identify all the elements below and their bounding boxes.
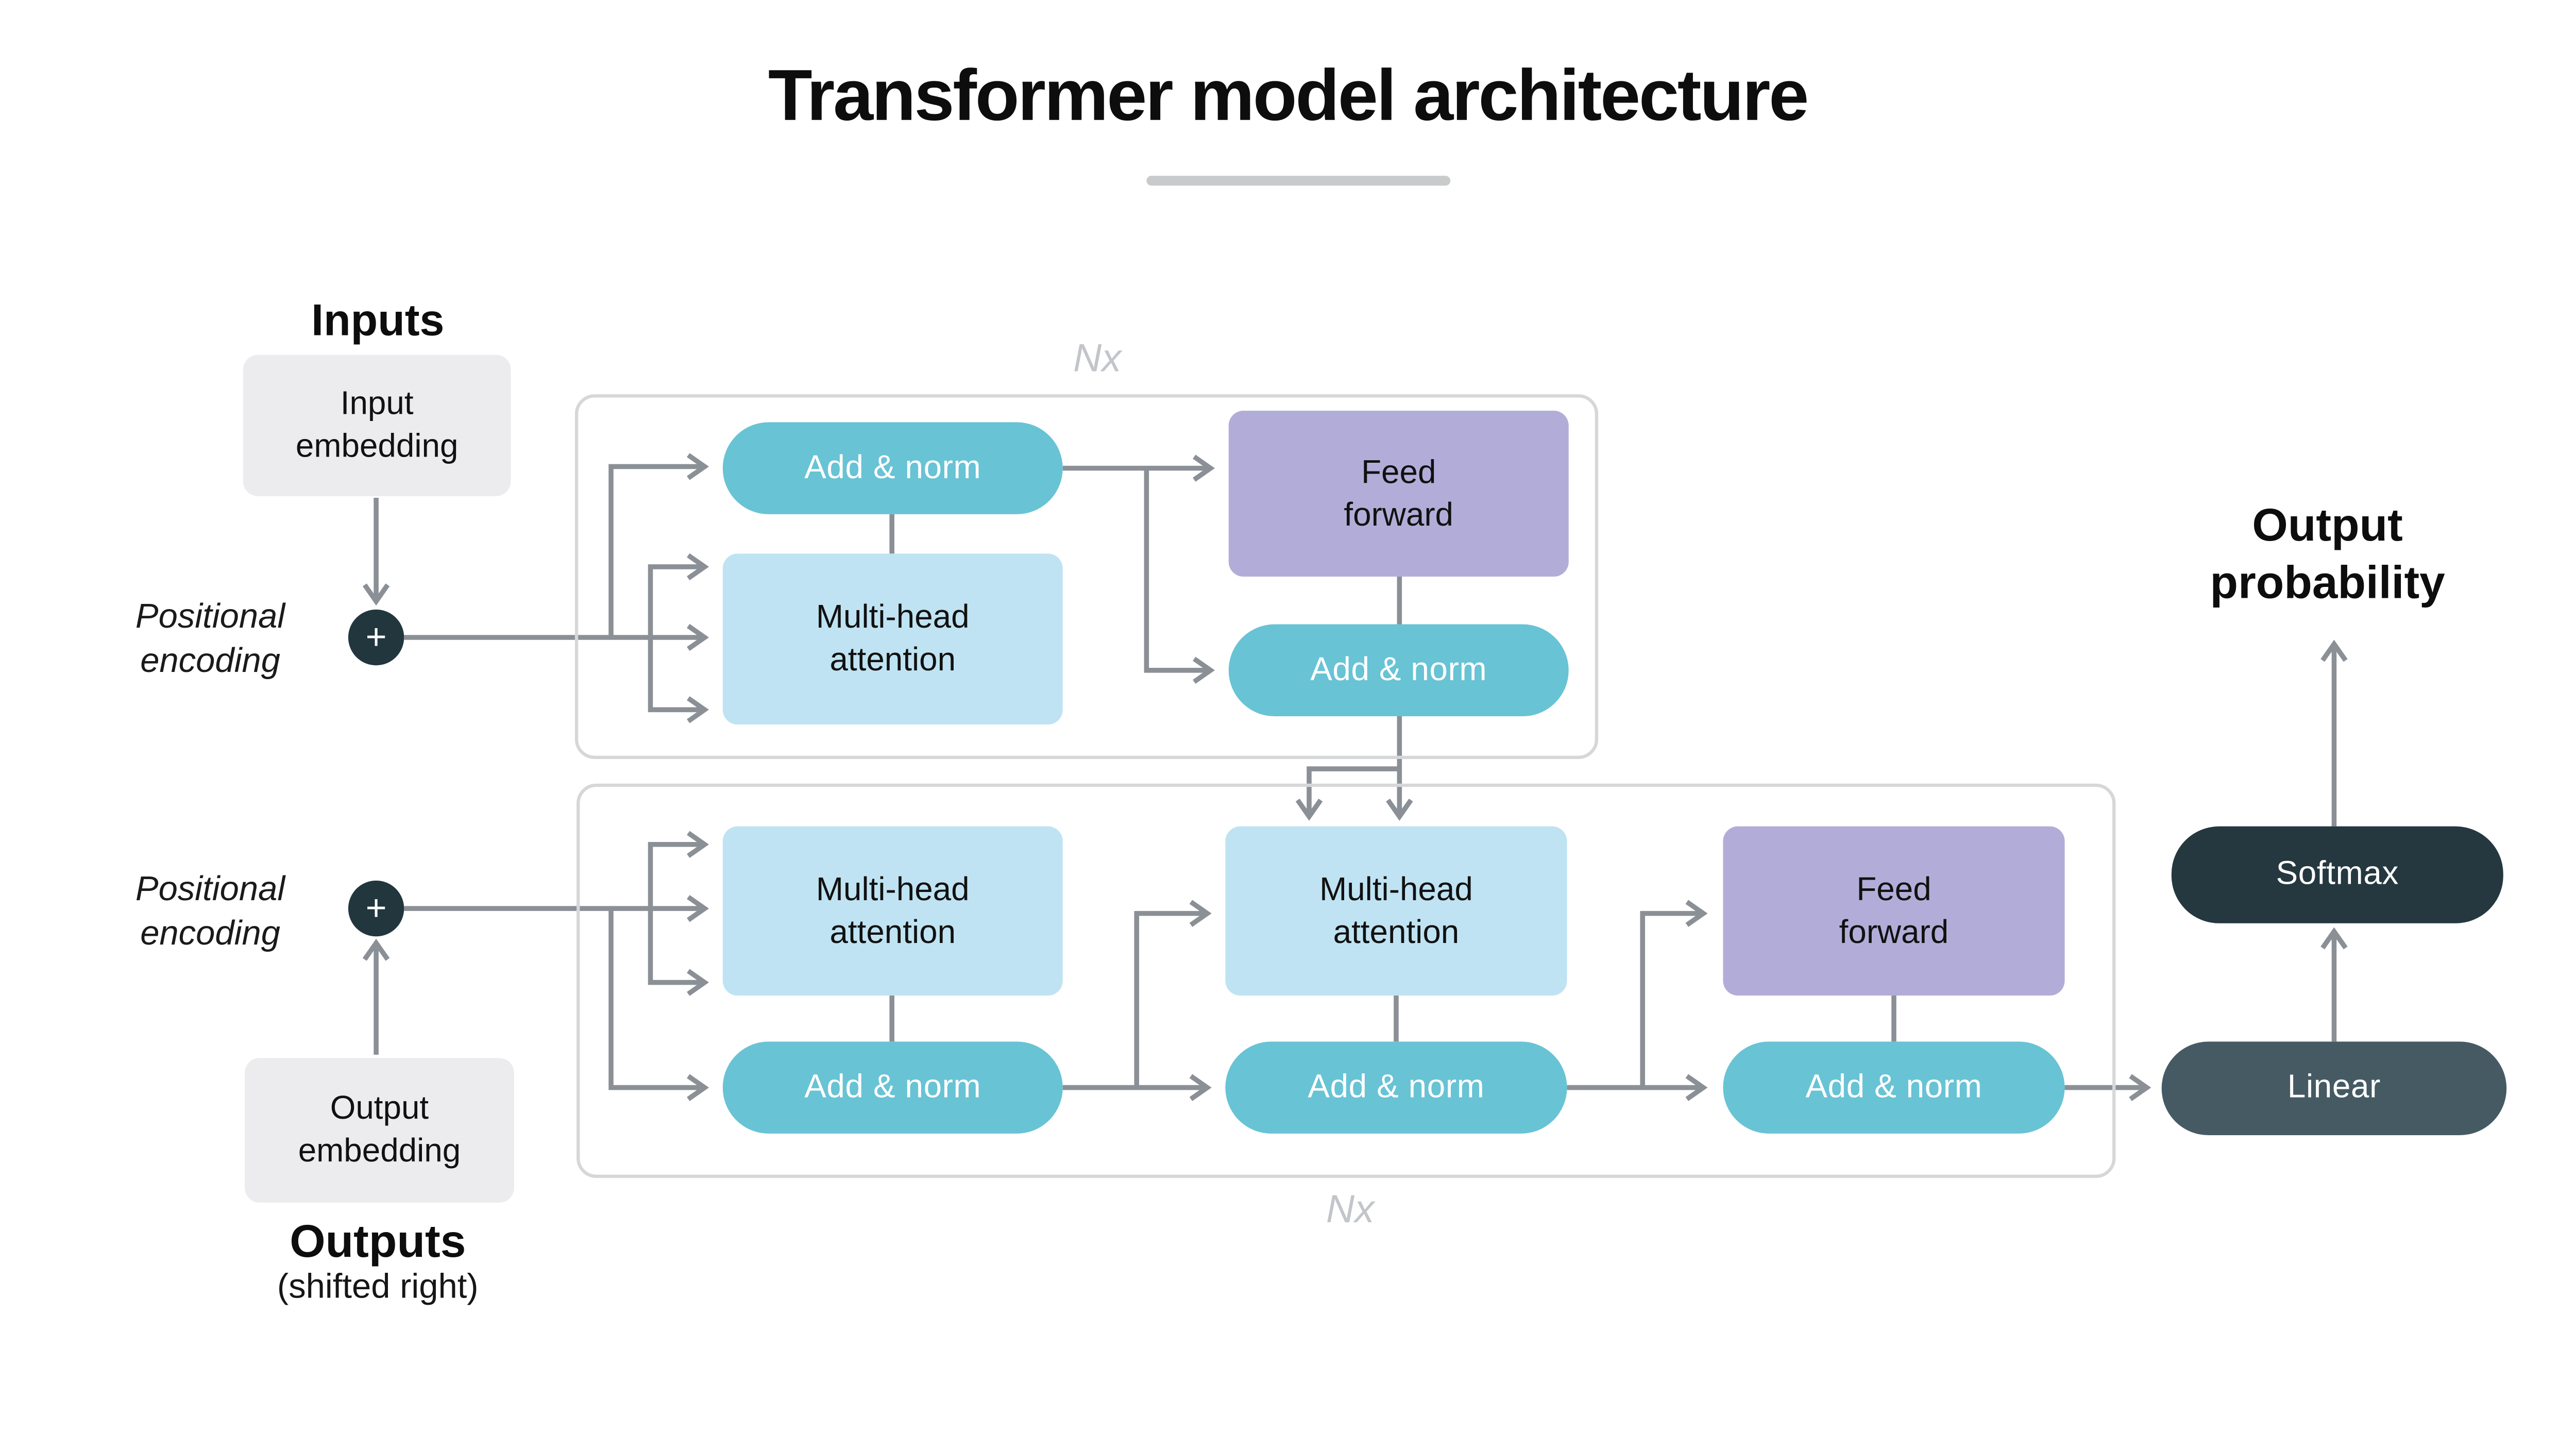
linear-label: Linear <box>2287 1069 2381 1106</box>
positional-encoding-label-decoder: Positional encoding <box>102 867 319 956</box>
decoder-masked-mha-label-line2: attention <box>829 914 956 951</box>
decoder-feed-forward-label-line1: Feed <box>1856 871 1931 908</box>
output-probability-label: Output probability <box>2163 496 2492 611</box>
input-embedding-label-line2: embedding <box>295 429 459 465</box>
decoder-masked-mha-label-line1: Multi-head <box>816 871 970 908</box>
input-embedding-box: Input embedding <box>243 355 511 496</box>
encoder-feed-forward: Feed forward <box>1228 411 1569 577</box>
inputs-heading: Inputs <box>311 295 445 345</box>
decoder-cross-mha-label-line1: Multi-head <box>1319 871 1473 908</box>
encoder-mha-label-line1: Multi-head <box>816 599 970 636</box>
decoder-add-norm-center-label: Add & norm <box>1308 1068 1485 1105</box>
plus-circle-decoder: + <box>348 880 404 937</box>
title-underline <box>1146 176 1451 186</box>
output-probability-line1: Output <box>2252 499 2403 551</box>
encoder-add-norm-top: Add & norm <box>722 422 1063 514</box>
decoder-frame <box>577 783 2116 1178</box>
encoder-mha-label-line2: attention <box>829 642 956 679</box>
encoder-nx-label: Nx <box>1073 336 1122 381</box>
encoder-feed-forward-label-line2: forward <box>1344 497 1454 533</box>
plus-symbol-encoder: + <box>365 616 387 658</box>
encoder-multi-head-attention: Multi-head attention <box>722 553 1063 724</box>
softmax-label: Softmax <box>2276 856 2399 892</box>
decoder-cross-mha-label-line2: attention <box>1333 914 1460 951</box>
output-embedding-label-line2: embedding <box>298 1133 461 1170</box>
outputs-subheading: (shifted right) <box>277 1268 479 1306</box>
decoder-add-norm-right: Add & norm <box>1723 1041 2065 1134</box>
output-embedding-box: Output embedding <box>245 1058 514 1203</box>
decoder-add-norm-center: Add & norm <box>1225 1041 1567 1134</box>
encoder-frame <box>574 394 1599 759</box>
positional-encoding-label-encoder: Positional encoding <box>102 595 319 683</box>
plus-circle-encoder: + <box>348 609 404 666</box>
decoder-add-norm-left-label: Add & norm <box>804 1068 981 1105</box>
output-embedding-label-line1: Output <box>330 1090 429 1127</box>
decoder-cross-multi-head-attention: Multi-head attention <box>1225 826 1567 996</box>
output-probability-line2: probability <box>2210 557 2445 608</box>
softmax-pill: Softmax <box>2171 826 2503 923</box>
positional-encoding-encoder-line1: Positional <box>135 598 285 636</box>
decoder-masked-multi-head-attention: Multi-head attention <box>722 826 1063 996</box>
outputs-heading: Outputs <box>290 1216 466 1267</box>
decoder-add-norm-right-label: Add & norm <box>1805 1068 1982 1105</box>
encoder-add-norm-bottom-label: Add & norm <box>1310 651 1487 688</box>
encoder-add-norm-top-label: Add & norm <box>804 449 981 486</box>
decoder-feed-forward: Feed forward <box>1723 826 2065 996</box>
page-title: Transformer model architecture <box>768 56 1809 137</box>
decoder-add-norm-left: Add & norm <box>722 1041 1063 1134</box>
linear-pill: Linear <box>2161 1041 2507 1136</box>
encoder-feed-forward-label-line1: Feed <box>1361 454 1436 491</box>
decoder-nx-label: Nx <box>1326 1188 1375 1233</box>
input-embedding-label-line1: Input <box>340 386 414 423</box>
plus-symbol-decoder: + <box>365 887 387 929</box>
decoder-feed-forward-label-line2: forward <box>1839 914 1949 951</box>
positional-encoding-decoder-line1: Positional <box>135 870 285 909</box>
positional-encoding-decoder-line2: encoding <box>140 915 280 953</box>
encoder-add-norm-bottom: Add & norm <box>1228 624 1569 717</box>
positional-encoding-encoder-line2: encoding <box>140 642 280 680</box>
